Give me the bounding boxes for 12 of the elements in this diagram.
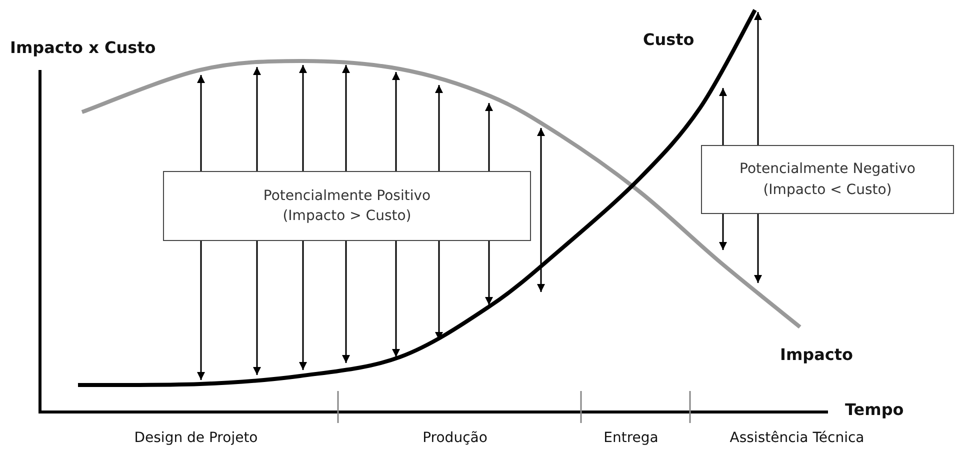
box-text: Potencialmente Negativo (Impacto < Custo) [738, 160, 916, 200]
phase-label: Assistência Técnica [730, 430, 864, 446]
axis-label: Impacto x Custo [10, 38, 156, 57]
text-box [163, 171, 531, 241]
axis-label: Tempo [845, 400, 904, 419]
phase-label: Design de Projeto [134, 430, 258, 446]
axis-label: Custo [643, 30, 694, 49]
phase-label: Produção [422, 430, 488, 446]
text-box [701, 145, 954, 214]
box-text: Potencialmente Positivo (Impacto > Custo) [262, 186, 432, 226]
axis-label: Impacto [780, 345, 853, 364]
phase-label: Entrega [604, 430, 658, 446]
